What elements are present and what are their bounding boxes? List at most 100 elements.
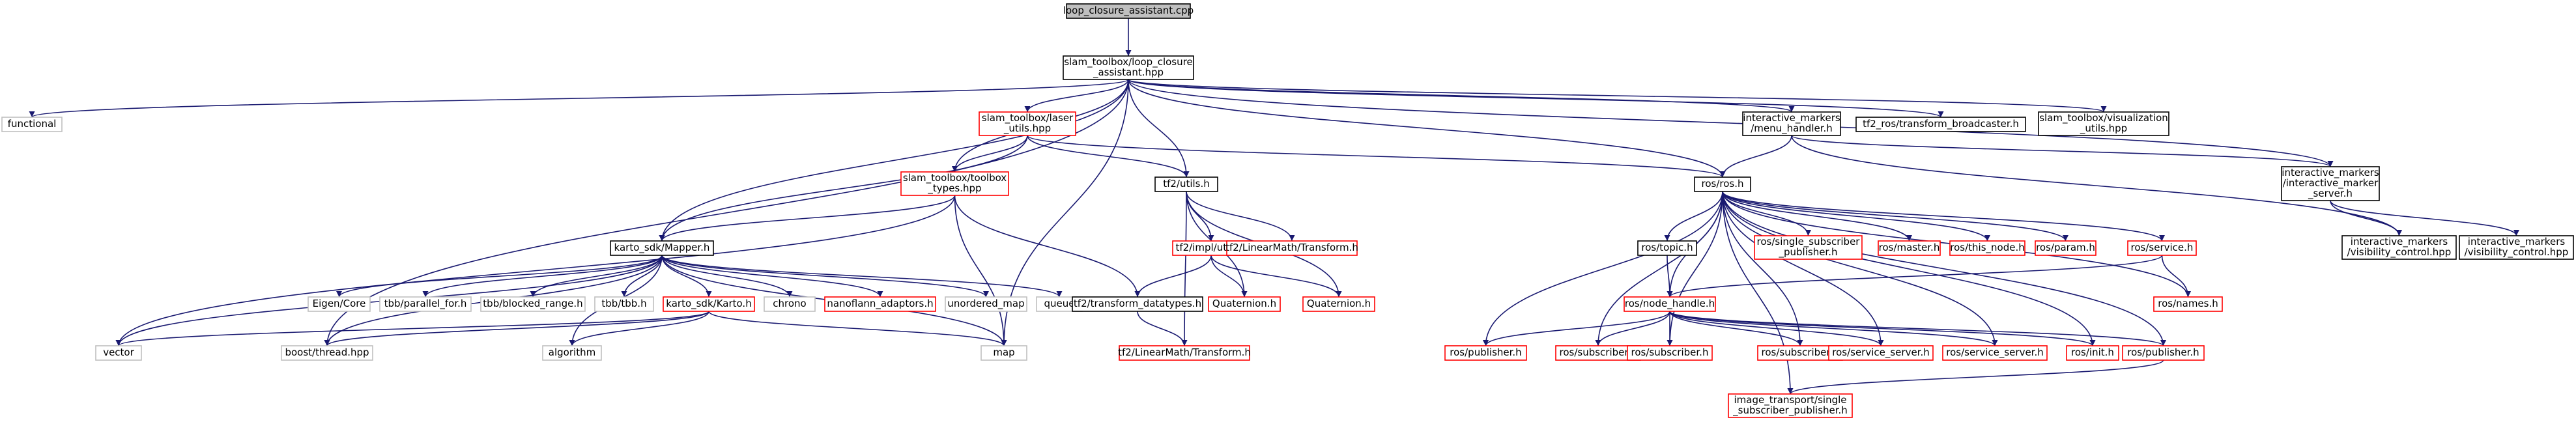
include-edge-im_server-to-vis_control1 xyxy=(2330,200,2402,236)
node-label: queue xyxy=(1044,298,1075,309)
node-box xyxy=(663,296,755,312)
include-edge-tf2_utils-to-lm_transform1 xyxy=(1186,191,1295,242)
node-this-node[interactable]: ros/this_node.h xyxy=(1949,240,2025,256)
node-service-server1[interactable]: ros/service_server.h xyxy=(1828,345,1934,361)
node-label: interactive_markers xyxy=(1743,112,1840,124)
node-label: Eigen/Core xyxy=(313,298,366,309)
include-edge-laser_utils-to-mapper xyxy=(659,135,1028,242)
node-param[interactable]: ros/param.h xyxy=(2035,240,2097,256)
node-tf2-broadcaster[interactable]: tf2_ros/transform_broadcaster.h xyxy=(1855,117,2026,132)
node-box xyxy=(95,345,142,361)
node-label: ros/service_server.h xyxy=(1832,346,1930,359)
include-edge-node_handle-to-init xyxy=(1669,311,2096,346)
include-edge-im_server-to-vis_control2 xyxy=(2330,200,2519,236)
node-label: functional xyxy=(8,118,57,130)
node-topic[interactable]: ros/topic.h xyxy=(1637,240,1697,256)
include-edge-ros_h-to-param xyxy=(1722,191,2068,242)
node-service[interactable]: ros/service.h xyxy=(2127,240,2197,256)
include-edge-impl_utils-to-quaternion1 xyxy=(1210,255,1248,298)
include-edge-mapper-to-chrono xyxy=(661,255,793,298)
include-edge-ros_h-to-publisher2 xyxy=(1722,191,2166,346)
node-tf2-utils[interactable]: tf2/utils.h xyxy=(1154,176,1218,192)
node-label: Quaternion.h xyxy=(1212,298,1276,309)
node-names[interactable]: ros/names.h xyxy=(2153,296,2223,312)
node-label: tf2/LinearMath/Transform.h xyxy=(1225,242,1358,253)
node-lca-cpp[interactable]: loop_closure_assistant.cpp xyxy=(1063,3,1194,19)
node-image-transport[interactable]: image_transport/single_subscriber_publis… xyxy=(1728,393,1853,418)
node-boost-thread[interactable]: boost/thread.hpp xyxy=(281,345,373,361)
node-box xyxy=(2038,111,2169,136)
node-map[interactable]: map xyxy=(980,345,1027,361)
node-box xyxy=(1949,240,2025,256)
include-edge-lca_hpp-to-tf2_utils xyxy=(1128,79,1190,178)
node-box xyxy=(1444,345,1527,361)
node-transform-datatypes[interactable]: tf2/transform_datatypes.h xyxy=(1072,296,1203,312)
node-quaternion1[interactable]: Quaternion.h xyxy=(1208,296,1281,312)
node-box xyxy=(1302,296,1375,312)
include-edge-service-to-node_handle xyxy=(1667,255,2163,298)
node-box xyxy=(308,296,371,312)
node-label: unordered_map xyxy=(947,298,1024,310)
node-functional[interactable]: functional xyxy=(1,117,63,132)
include-edge-mapper-to-blocked_range xyxy=(530,255,663,298)
node-single-sub-pub[interactable]: ros/single_subscriber_publisher.h xyxy=(1754,235,1863,260)
node-vis-control1[interactable]: interactive_markers/visibility_control.h… xyxy=(2341,235,2457,260)
include-edge-lca_hpp-to-boost_thread xyxy=(324,79,1129,346)
node-laser-utils[interactable]: slam_toolbox/laser_utils.hpp xyxy=(979,111,1076,136)
include-edge-lca_hpp-to-ros_h xyxy=(1128,79,1726,178)
node-label: ros/ros.h xyxy=(1702,178,1744,190)
node-lm-transform1[interactable]: tf2/LinearMath/Transform.h xyxy=(1225,240,1358,256)
node-label: chrono xyxy=(773,298,806,309)
node-label: ros/subscriber.h xyxy=(1762,346,1839,358)
node-chrono[interactable]: chrono xyxy=(764,296,816,312)
node-subscriber1[interactable]: ros/subscriber.h xyxy=(1555,345,1641,361)
include-edge-mapper-to-tbb xyxy=(621,255,663,298)
node-box xyxy=(2066,345,2119,361)
node-box xyxy=(764,296,816,312)
node-label: vector xyxy=(103,346,134,358)
include-edge-ros_h-to-master xyxy=(1722,191,1912,242)
node-nanoflann[interactable]: nanoflann_adaptors.h xyxy=(824,296,936,312)
node-subscriber2[interactable]: ros/subscriber.h xyxy=(1627,345,1713,361)
node-subscriber3[interactable]: ros/subscriber.h xyxy=(1757,345,1843,361)
node-algorithm[interactable]: algorithm xyxy=(542,345,602,361)
node-label: _utils.hpp xyxy=(1003,122,1051,135)
node-master[interactable]: ros/master.h xyxy=(1878,240,1941,256)
node-quaternion2[interactable]: Quaternion.h xyxy=(1302,296,1375,312)
node-node-handle[interactable]: ros/node_handle.h xyxy=(1624,296,1716,312)
node-viz-utils[interactable]: slam_toolbox/visualization_utils.hpp xyxy=(2038,111,2169,136)
node-publisher1[interactable]: ros/publisher.h xyxy=(1444,345,1527,361)
node-label: /visibility_control.hpp xyxy=(2347,246,2452,259)
node-menu-handler[interactable]: interactive_markers/menu_handler.h xyxy=(1742,111,1841,136)
node-im-server[interactable]: interactive_markers/interactive_marker_s… xyxy=(2281,166,2380,201)
node-tbb[interactable]: tbb/tbb.h xyxy=(594,296,654,312)
node-label: ros/init.h xyxy=(2071,346,2114,358)
node-box xyxy=(1208,296,1281,312)
node-init[interactable]: ros/init.h xyxy=(2066,345,2119,361)
include-edge-laser_utils-to-ros_h xyxy=(1027,135,1726,178)
node-vector[interactable]: vector xyxy=(95,345,142,361)
node-lca-hpp[interactable]: slam_toolbox/loop_closure_assistant.hpp xyxy=(1063,55,1194,80)
node-unordered-map[interactable]: unordered_map xyxy=(945,296,1027,312)
node-label: boost/thread.hpp xyxy=(285,346,369,358)
node-label: ros/service.h xyxy=(2131,242,2194,253)
node-blocked-range[interactable]: tbb/blocked_range.h xyxy=(480,296,586,312)
node-parallel-for[interactable]: tbb/parallel_for.h xyxy=(379,296,472,312)
node-vis-control2[interactable]: interactive_markers/visibility_control.h… xyxy=(2459,235,2574,260)
node-queue[interactable]: queue xyxy=(1036,296,1083,312)
node-box xyxy=(1855,117,2026,132)
node-ros-h[interactable]: ros/ros.h xyxy=(1694,176,1751,192)
node-box xyxy=(594,296,654,312)
node-label: ros/subscriber.h xyxy=(1560,346,1637,358)
node-label: karto_sdk/Mapper.h xyxy=(614,242,710,254)
node-publisher2[interactable]: ros/publisher.h xyxy=(2122,345,2205,361)
node-label: ros/this_node.h xyxy=(1950,242,2024,254)
node-lm-transform2[interactable]: tf2/LinearMath/Transform.h xyxy=(1118,345,1251,361)
node-box xyxy=(945,296,1027,312)
node-service-server2[interactable]: ros/service_server.h xyxy=(1942,345,2048,361)
node-mapper[interactable]: karto_sdk/Mapper.h xyxy=(610,240,714,256)
node-label: interactive_markers xyxy=(2468,236,2566,248)
node-eigen[interactable]: Eigen/Core xyxy=(308,296,371,312)
node-karto[interactable]: karto_sdk/Karto.h xyxy=(663,296,755,312)
node-toolbox-types[interactable]: slam_toolbox/toolbox_types.hpp xyxy=(900,171,1009,196)
